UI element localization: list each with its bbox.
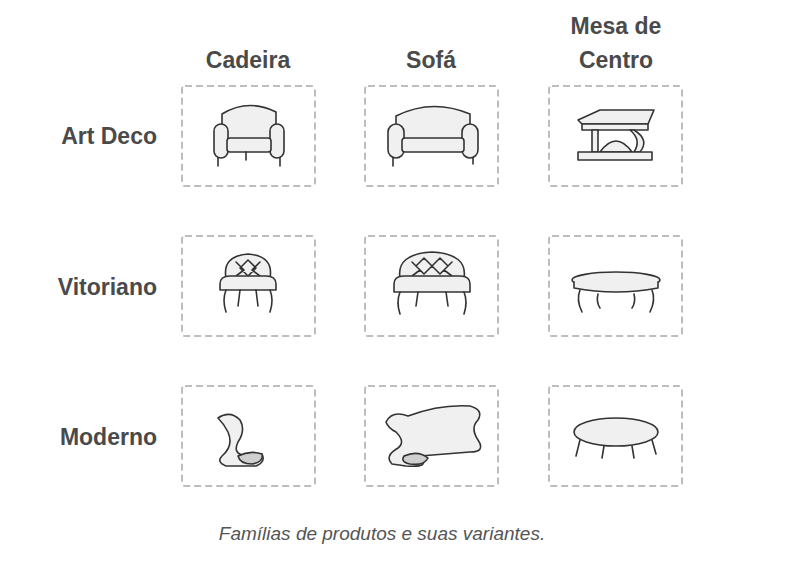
artdeco-chair (214, 105, 284, 166)
modern-chair (218, 414, 263, 466)
artdeco-sofa (388, 106, 478, 166)
victorian-sofa (394, 252, 470, 314)
modern-table (574, 418, 658, 458)
column-header: Mesa de Centro (546, 9, 686, 77)
victorian-chair (220, 254, 276, 312)
column-header: Sofá (331, 43, 531, 77)
artdeco-table (578, 110, 654, 160)
victorian-table (572, 272, 660, 312)
row-header: Moderno (60, 422, 157, 452)
caption: Famílias de produtos e suas variantes. (0, 521, 764, 547)
row-header: Vitoriano (58, 272, 157, 302)
column-header: Cadeira (148, 43, 348, 77)
modern-sofa (386, 406, 481, 467)
row-header: Art Deco (61, 121, 157, 151)
dashed-cells (182, 86, 682, 486)
